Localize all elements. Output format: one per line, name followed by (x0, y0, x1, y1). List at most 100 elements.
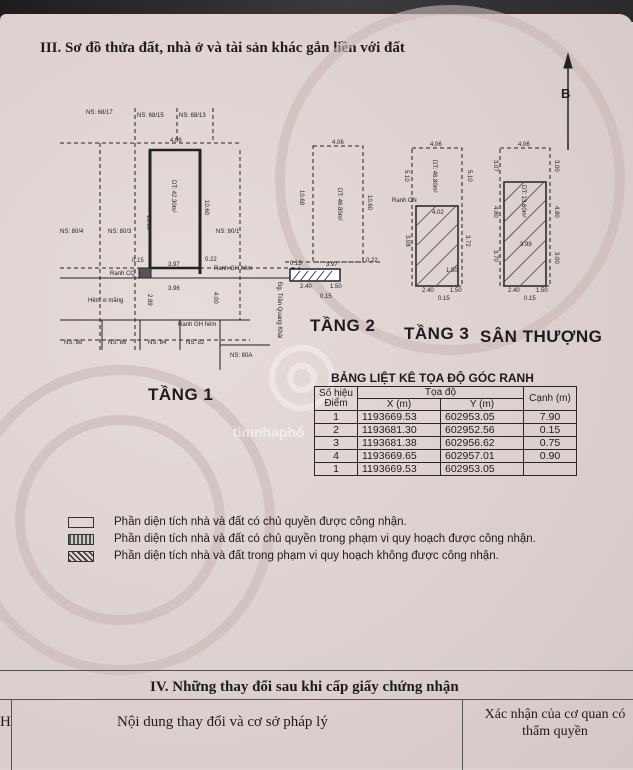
label-015-f2: 0.15 (290, 261, 302, 267)
table-row: 3 1193681.38 602956.62 0.75 (314, 436, 577, 450)
section-4-changes: IV. Những thay đổi sau khi cấp giấy chứn… (0, 670, 633, 770)
label-306-st: 3.00 (553, 160, 559, 172)
label-240-f2: 2.40 (300, 284, 312, 290)
table-row: 4 1193669.65 602957.01 0.90 (314, 449, 577, 463)
label-510-f3: 5.10 (403, 170, 409, 182)
label-240-st: 2.40 (508, 288, 520, 294)
floor-3-labels: 4.06 5.10 5.10 DT: 46.80m² Ranh CN 4.02 … (392, 142, 472, 302)
label-ns-84: NS: 84 (148, 340, 167, 346)
section-4-title: IV. Những thay đổi sau khi cấp giấy chứn… (150, 679, 459, 695)
label-w-406-st: 4.06 (518, 142, 530, 148)
label-150b-f3: 1.50 (450, 288, 462, 294)
label-289: 2.89 (146, 294, 152, 306)
label-308-f3: 3.08 (404, 235, 410, 247)
label-150-f3: 1.50 (446, 268, 458, 274)
label-150-st: 1.50 (536, 288, 548, 294)
label-372-f3: 3.72 (464, 235, 470, 247)
col-authority-confirmation: Xác nhận của cơ quan có thẩm quyền (484, 707, 626, 739)
label-ns-86: NS: 86 (108, 340, 127, 346)
coord-table-title: BẢNG LIỆT KÊ TỌA ĐỘ GÓC RANH (331, 371, 534, 385)
floor-3-plan (411, 147, 463, 287)
label-area-floor1: DT: 42.30m² (170, 180, 176, 213)
label-ns-88: NS: 88 (64, 340, 83, 346)
col-x: X (m) (357, 398, 441, 411)
rooftop-title: SÂN THƯỢNG (480, 327, 603, 346)
label-399-st: 3.99 (520, 242, 532, 248)
floor-1-plan (60, 108, 300, 370)
label-ns-82: NS: 82 (186, 340, 205, 346)
label-ranh-gh-hem-2: Ranh GH hẻm (178, 322, 216, 328)
label-ranh-cn: Ranh CN (392, 198, 417, 204)
label-480b-st: 4.80 (553, 206, 559, 218)
floor-2-plan (285, 145, 380, 282)
label-ns-68-17: NS: 68/17 (86, 110, 113, 116)
label-ns-80-4: NS: 80/4 (60, 229, 84, 235)
label-397-f2: 3.97 (326, 262, 338, 268)
label-510b-f3: 5.10 (466, 170, 472, 182)
table-row: 1 1193669.53 602953.05 (314, 462, 577, 476)
label-307-st: 3.07 (492, 160, 498, 172)
row-letter: H (0, 714, 11, 730)
section-4-header-row: H Nội dung thay đổi và cơ sở pháp lý Xác… (0, 699, 633, 770)
label-road: Đg. Trần Quang Khải (276, 282, 282, 338)
divider (462, 700, 463, 770)
label-area-floor3: DT: 46.80m² (431, 160, 437, 193)
label-396: 3.96 (168, 286, 180, 292)
north-arrow (563, 52, 573, 150)
label-480-st: 4.80 (492, 206, 498, 218)
legend-item-planning-not-recognized: Phần diện tích nhà và đất trong phạm vi … (68, 550, 499, 562)
label-ns-80a: NS: 80A (230, 353, 252, 359)
label-height-left: 10.60 (145, 215, 151, 231)
north-label: B (561, 86, 571, 101)
floor-1-title: TẦNG 1 (148, 385, 214, 404)
section-3-title: III. Sơ đồ thửa đất, nhà ở và tài sản kh… (40, 40, 405, 56)
label-width-top: 4.06 (170, 138, 182, 144)
rooftop-labels: 4.06 3.07 3.00 DT: 13.60m² 4.80 4.80 3.9… (492, 142, 559, 302)
label-300-st: 3.00 (553, 252, 559, 264)
legend-item-planning-recognized: Phần diện tích nhà và đất có chủ quyền t… (68, 533, 536, 545)
floor-2-title: TẦNG 2 (310, 316, 376, 335)
label-015: 0.15 (132, 258, 144, 264)
label-ns-68-15: NS: 68/15 (137, 113, 164, 119)
label-area-floor2: DT: 46.80m² (336, 188, 342, 221)
label-height-right: 10.60 (203, 200, 209, 216)
label-w-406-f3: 4.06 (430, 142, 442, 148)
rooftop-plan (499, 147, 551, 287)
label-ns-68-13: NS: 68/13 (179, 113, 206, 119)
label-240-f3: 2.40 (422, 288, 434, 294)
label-w-406-f2: 4.06 (332, 140, 344, 146)
watermark-logo (269, 345, 335, 411)
label-015b-f2: 0.15 (320, 294, 332, 300)
label-ns-80-3: NS: 80/3 (108, 229, 132, 235)
col-change-content: Nội dung thay đổi và cơ sở pháp lý (117, 714, 328, 730)
label-022-f2: 0.22 (366, 258, 378, 264)
col-y: Y (m) (440, 398, 524, 411)
divider (0, 700, 12, 770)
label-370-st: 3.70 (492, 250, 498, 262)
col-sohieu: Số hiệu Điểm (314, 386, 358, 411)
floor-2-labels: 4.06 10.69 10.60 DT: 46.80m² 0.15 3.97 0… (290, 140, 378, 300)
floor-3-title: TẦNG 3 (404, 324, 470, 343)
label-ns-80-1: NS: 80/1 (216, 229, 240, 235)
label-ranh-gh-hem: Ranh GH hẻm (214, 266, 252, 272)
label-397: 3.97 (168, 262, 180, 268)
legend-swatch-plain (68, 516, 94, 528)
label-400: 4.00 (212, 292, 218, 304)
legend-swatch-hatched (68, 550, 94, 562)
watermark-text: timnhaphố (233, 424, 305, 440)
label-015-st: 0.15 (524, 296, 536, 302)
label-area-rooftop: DT: 13.60m² (520, 185, 526, 218)
label-022: 0.22 (205, 257, 217, 263)
legend-item-recognized: Phần diện tích nhà và đất có chủ quyền đ… (68, 516, 407, 528)
col-toado: Tọa độ (357, 386, 524, 399)
col-canh: Cạnh (m) (523, 386, 577, 411)
label-402-f3: 4.02 (432, 210, 444, 216)
table-row: 1 1193669.53 602953.05 7.90 (314, 410, 577, 424)
legend-swatch-dotted (68, 533, 94, 545)
label-015-f3: 0.15 (438, 296, 450, 302)
label-ranh-cq: Ranh CQ (110, 271, 135, 277)
label-150-f2: 1.50 (330, 284, 342, 290)
floor-1-labels: NS: 68/17 NS: 68/15 NS: 68/13 4.06 NS: 8… (60, 110, 282, 359)
table-row: 2 1193681.30 602952.56 0.15 (314, 423, 577, 437)
